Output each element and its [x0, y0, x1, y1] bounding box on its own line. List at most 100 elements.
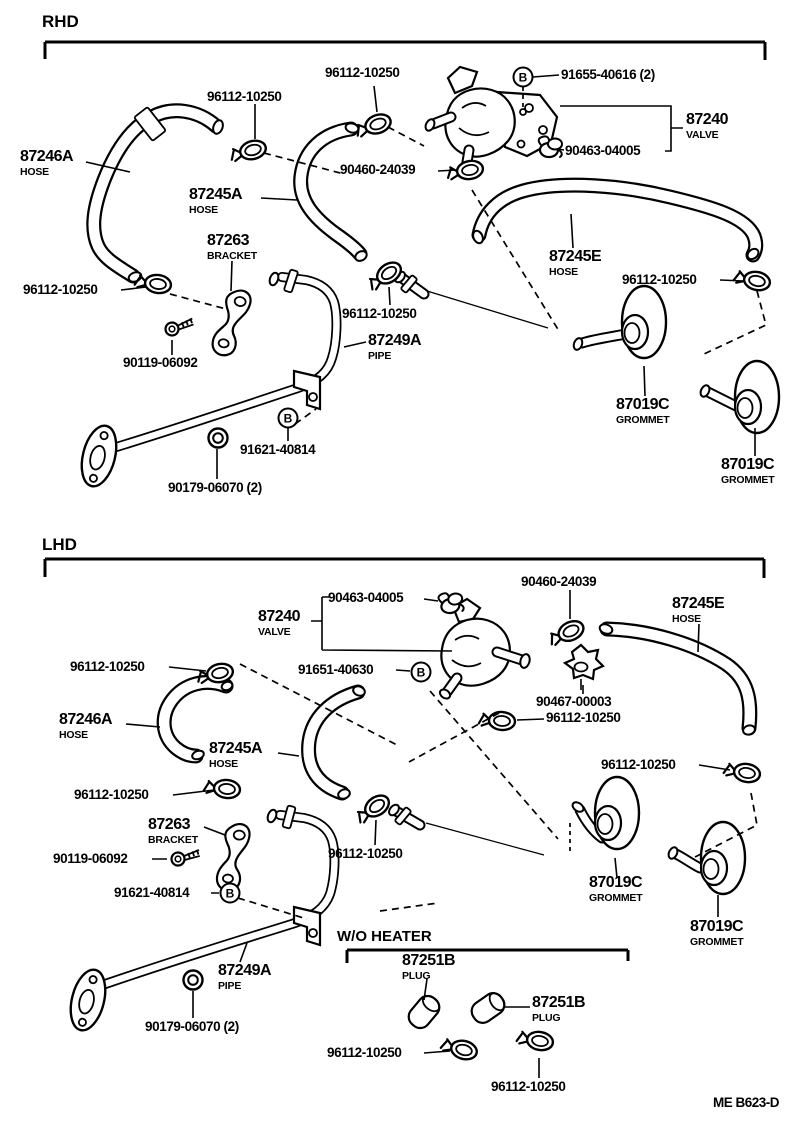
rhd-section-rule — [43, 40, 767, 60]
figure-code: ME B623-D — [713, 1095, 780, 1110]
part-label-clamp: 96112-10250 — [325, 65, 400, 80]
bolt-ref-circle — [410, 661, 432, 683]
leader-lines-rhd — [85, 74, 756, 479]
part-label-clamp: 96112-10250 — [342, 306, 417, 321]
part-label-clamp: 96112-10250 — [70, 659, 145, 674]
hose-clamp-icon — [351, 789, 395, 828]
lhd-section-rule — [43, 557, 766, 578]
part-label-clamp: 96112-10250 — [491, 1079, 566, 1094]
heater-valve-lhd — [438, 597, 531, 700]
part-label-clamp: 96112-10250 — [622, 272, 697, 287]
part-label-clamp: 96112-10250 — [601, 757, 676, 772]
bolt-ref-symbol: B — [226, 887, 235, 901]
bolt-ref-symbol: B — [284, 412, 293, 426]
part-label-clamp: 96112-10250 — [328, 846, 403, 861]
part-label-clamp: 90460-24039 — [340, 162, 416, 177]
plug-87251b-icon — [466, 988, 510, 1028]
bolt-ref-circle — [277, 407, 299, 429]
hose-87246a-rhd — [86, 103, 224, 284]
dash-lines-rhd — [169, 126, 768, 425]
hose-clamp-icon — [731, 266, 773, 294]
wo-heater-drawing — [403, 978, 556, 1078]
part-label-clamp: 96112-10250 — [207, 89, 282, 104]
part-label-nut: 91621-40814 — [240, 442, 316, 457]
hose-clamp-icon — [438, 1034, 481, 1064]
part-label-bolt: 90119-06092 — [123, 355, 198, 370]
part-label-clamp: 96112-10250 — [327, 1045, 402, 1060]
grommet-87019c-lhd-2 — [667, 820, 747, 896]
section-title-lhd: LHD — [42, 535, 77, 554]
leader-lines-wo — [423, 978, 540, 1078]
part-label-bolt-ref: 91655-40616 (2) — [561, 67, 655, 82]
hose-clamp-icon — [514, 1026, 556, 1054]
section-title-rhd: RHD — [42, 12, 79, 31]
section-title-wo-heater: W/O HEATER — [337, 928, 432, 945]
part-label-clamp: 90460-24039 — [521, 574, 597, 589]
part-label-bolt: 90119-06092 — [53, 851, 128, 866]
hose-clamp-icon — [132, 270, 174, 296]
hose-clamp-icon — [363, 256, 407, 295]
pipe-flange-lhd — [63, 964, 113, 1036]
hose-clamp-icon — [201, 776, 243, 801]
pipe-87249a-lhd — [83, 804, 340, 995]
part-label-nut: 90179-06070 (2) — [168, 480, 262, 495]
nut-icon — [182, 969, 204, 991]
bolt-icon — [169, 848, 202, 868]
hose-clamp-icon — [721, 758, 763, 786]
bracket-87263-rhd — [209, 286, 254, 360]
part-label-clamp: 96112-10250 — [23, 282, 98, 297]
center-line — [425, 822, 545, 856]
part-label-clamp: 96112-10250 — [546, 710, 621, 725]
rhd-drawing: B B — [74, 65, 781, 492]
hose-87245a-rhd — [293, 121, 368, 262]
hose-clamp-icon — [352, 109, 395, 142]
hose-clamp-icon — [227, 136, 270, 166]
pipe-stub-lhd — [388, 803, 426, 831]
bolt-ref-circle — [512, 66, 534, 88]
nut-icon — [207, 427, 229, 449]
hose-87245a-lhd — [301, 684, 366, 801]
grommet-87019c-rhd-2 — [699, 359, 781, 435]
bolt-ref-symbol: B — [417, 666, 426, 680]
heater-valve-rhd — [424, 65, 559, 176]
hose-87246a-lhd — [156, 675, 234, 764]
bolt-ref-circle — [219, 882, 241, 904]
part-label-nut: 91621-40814 — [114, 885, 190, 900]
valve-joint-90467 — [562, 643, 605, 690]
center-line — [426, 290, 549, 329]
hose-87245e-rhd — [471, 177, 764, 263]
part-label-joint: 90467-00003 — [536, 694, 612, 709]
hose-87245e-lhd — [598, 621, 758, 736]
part-label-clamp: 96112-10250 — [74, 787, 149, 802]
part-label-clamp: 90463-04005 — [565, 143, 641, 158]
wo-heater-rule — [345, 948, 630, 963]
dash-lines-lhd — [237, 663, 758, 920]
pipe-flange-rhd — [74, 420, 124, 492]
grommet-87019c-rhd-1 — [572, 284, 668, 360]
grommet-87019c-lhd-1 — [571, 775, 641, 851]
part-label-nut: 90179-06070 (2) — [145, 1019, 239, 1034]
bolt-ref-symbol: B — [519, 71, 528, 85]
part-label-bolt-ref: 91651-40630 — [298, 662, 374, 677]
leader-lines-lhd — [125, 590, 731, 1018]
lhd-drawing: B B — [63, 589, 763, 1036]
